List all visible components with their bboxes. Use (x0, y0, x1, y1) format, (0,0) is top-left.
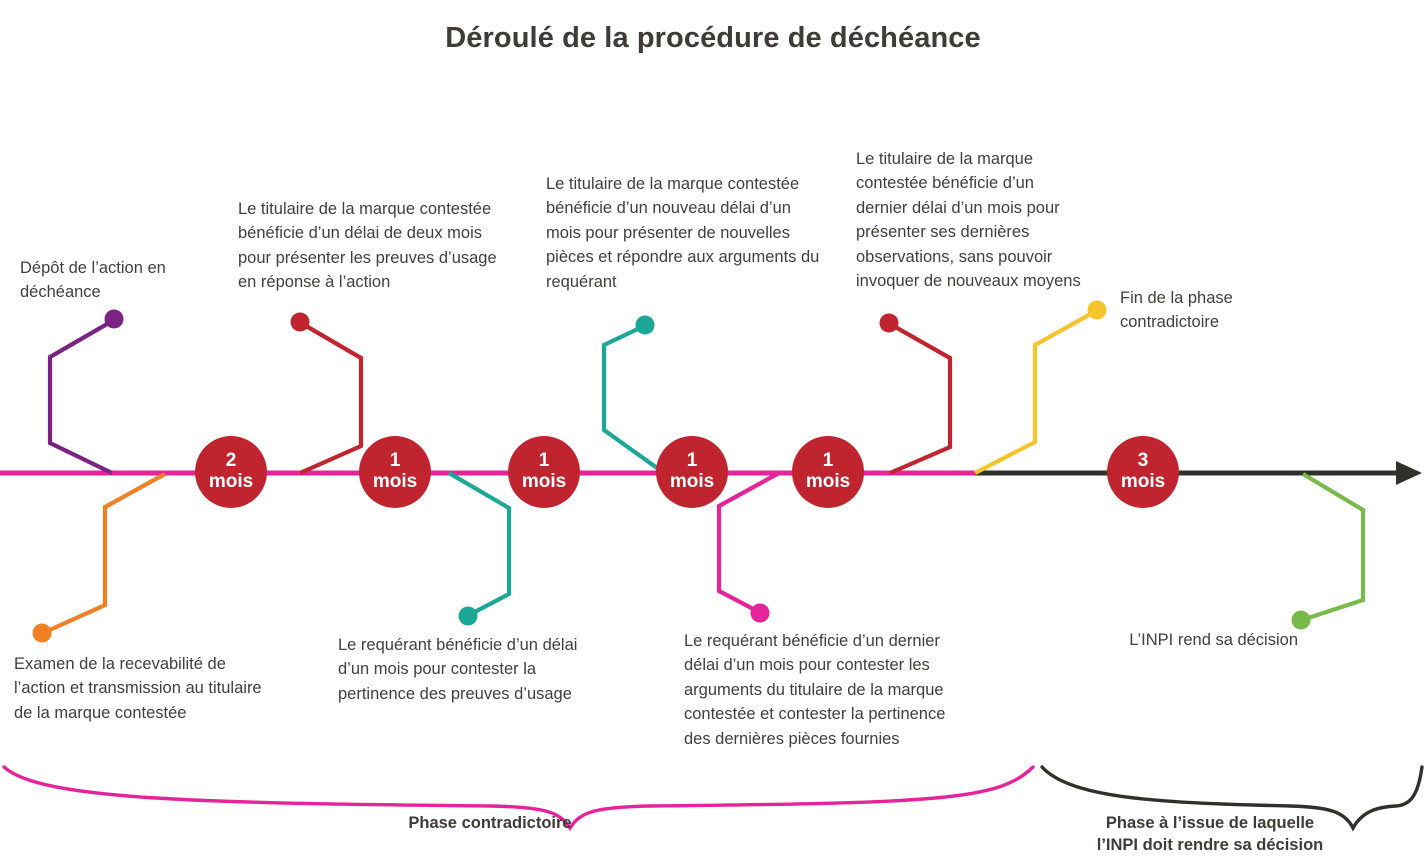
arrow-right-icon (1396, 461, 1422, 485)
note-dernier-delai-requerant: Le requérant bénéficie d’un dernier déla… (684, 632, 946, 748)
connector-line-note-1 (299, 321, 364, 475)
milestone-unit: mois (208, 471, 254, 492)
note-nouveau-delai-titulaire: Le titulaire de la marque contestée béné… (546, 175, 820, 291)
connector-line-note-6 (447, 471, 512, 617)
milestone-number: 1 (686, 450, 698, 472)
milestone-2-mois[interactable]: 2 mois (195, 436, 267, 508)
milestone-number: 2 (225, 450, 237, 472)
page-title: Déroulé de la procédure de déchéance (445, 22, 981, 54)
milestone-unit: mois (372, 471, 418, 492)
milestone-number: 1 (538, 450, 550, 472)
connector-dot-icon-note-3 (879, 313, 899, 333)
milestone-unit: mois (1120, 471, 1166, 492)
milestone-number: 1 (822, 450, 834, 472)
connector-dot-icon-note-0 (104, 309, 124, 329)
connector-line-note-7 (716, 471, 781, 614)
milestone-3-mois[interactable]: 3 mois (1107, 436, 1179, 508)
note-depot-action: Dépôt de l’action en déchéance (20, 259, 166, 302)
connector-line-note-4 (974, 309, 1098, 475)
connector-line-note-5 (42, 472, 167, 635)
phase-label-decision: Phase à l’issue de laquelle l’INPI doit … (1096, 814, 1324, 854)
milestone-number: 3 (1137, 450, 1149, 472)
note-inpi-decision: L’INPI rend sa décision (1129, 631, 1298, 649)
connector-line-note-3 (888, 322, 953, 475)
milestone-1-mois-a[interactable]: 1 mois (359, 436, 431, 508)
connector-line-note-0 (47, 318, 116, 475)
milestone-1-mois-b[interactable]: 1 mois (508, 436, 580, 508)
milestone-unit: mois (669, 471, 715, 492)
connector-line-note-2 (601, 324, 666, 475)
connector-dot-icon-note-8 (1291, 610, 1311, 630)
connector-dot-icon-note-2 (635, 315, 655, 335)
milestone-1-mois-d[interactable]: 1 mois (792, 436, 864, 508)
milestone-unit: mois (521, 471, 567, 492)
note-delai-requerant: Le requérant bénéficie d’un délai d’un m… (338, 636, 578, 703)
note-delai-deux-mois-titulaire: Le titulaire de la marque contestée béné… (238, 200, 497, 292)
connector-dot-icon-note-6 (458, 606, 478, 626)
phase-label-contradictoire: Phase contradictoire (408, 814, 572, 832)
connector-dot-icon-note-7 (750, 603, 770, 623)
milestone-number: 1 (389, 450, 401, 472)
connector-dot-icon-note-5 (32, 623, 52, 643)
note-fin-phase-contradictoire: Fin de la phase contradictoire (1120, 289, 1233, 332)
connector-line-note-8 (1301, 472, 1366, 622)
milestone-unit: mois (805, 471, 851, 492)
note-examen-recevabilite: Examen de la recevabilité de l’action et… (14, 655, 262, 722)
connector-dot-icon-note-4 (1087, 300, 1107, 320)
connector-dot-icon-note-1 (290, 312, 310, 332)
milestone-1-mois-c[interactable]: 1 mois (656, 436, 728, 508)
note-dernier-delai-titulaire: Le titulaire de la marque contestée béné… (856, 150, 1081, 291)
